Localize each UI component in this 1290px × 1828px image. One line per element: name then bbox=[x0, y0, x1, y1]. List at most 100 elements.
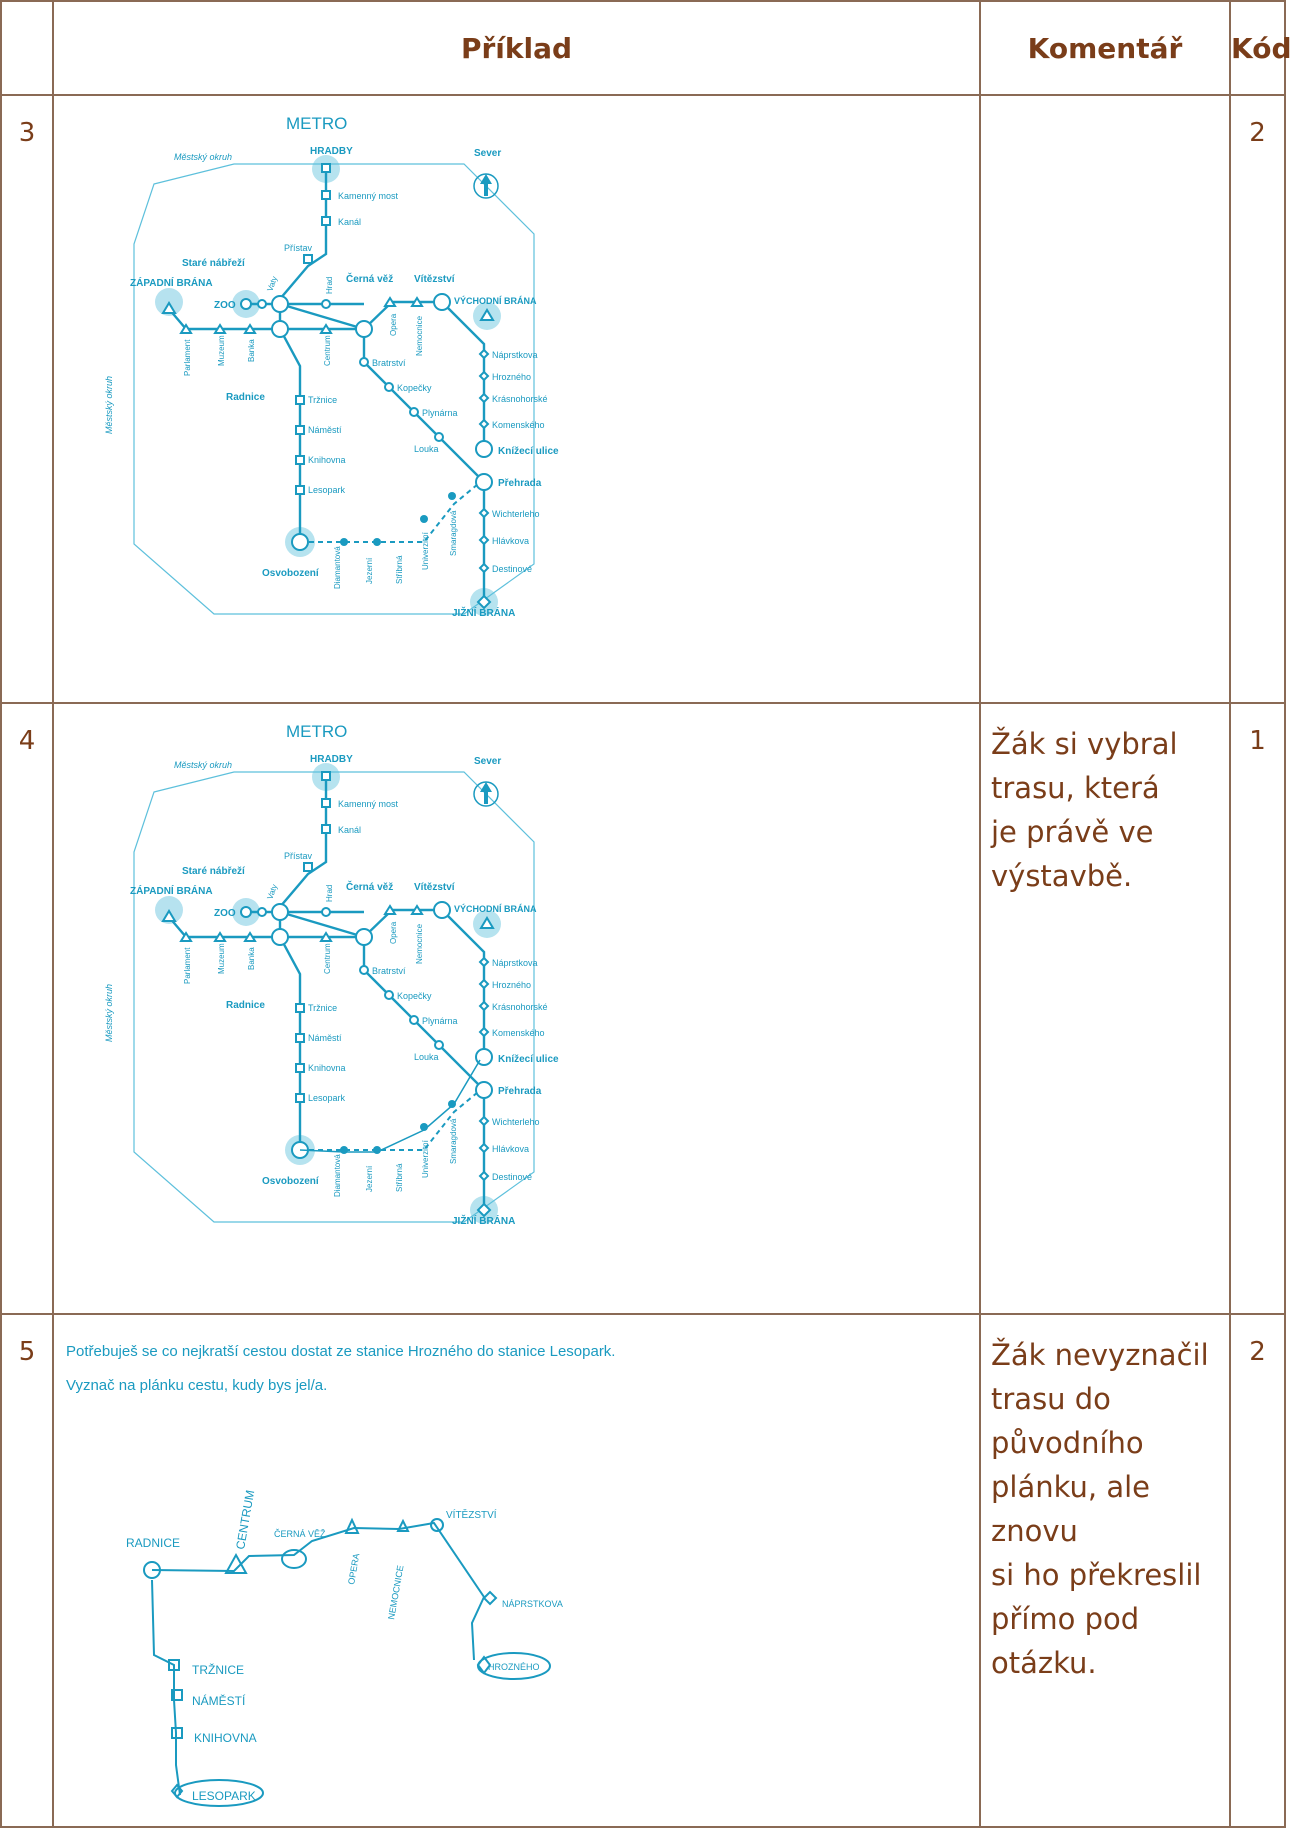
station bbox=[384, 990, 394, 1000]
station bbox=[359, 965, 369, 975]
question-line-2: Vyznač na plánku cestu, kudy bys jel/a. bbox=[66, 1377, 328, 1394]
station-label: Smaragdová bbox=[449, 510, 458, 556]
station bbox=[478, 1026, 490, 1038]
station-label: Destinové bbox=[492, 1172, 532, 1182]
line-east bbox=[363, 908, 486, 1057]
header-number bbox=[0, 0, 54, 96]
north-label: Sever bbox=[474, 148, 501, 159]
station-label: Vaty bbox=[265, 275, 279, 293]
station-label: Hlávkova bbox=[492, 536, 529, 546]
station-label: Wichterleho bbox=[492, 1117, 540, 1127]
station-label: ZÁPADNÍ BRÁNA bbox=[130, 276, 213, 289]
station-label: Plynárna bbox=[422, 1016, 458, 1026]
station bbox=[321, 299, 331, 309]
drawn-route bbox=[299, 1059, 481, 1153]
station bbox=[383, 296, 397, 307]
header-row: Příklad Komentář Kód bbox=[0, 0, 1290, 96]
row-number: 4 bbox=[0, 702, 54, 1315]
station-label: Banka bbox=[247, 947, 256, 970]
station-label: Radnice bbox=[226, 1000, 265, 1011]
sketch-station bbox=[477, 1652, 551, 1680]
station bbox=[410, 904, 424, 915]
station bbox=[478, 534, 490, 546]
station-label: Nemocnice bbox=[415, 923, 424, 964]
sketch-label: VÍTĚZSTVÍ bbox=[446, 1508, 497, 1521]
station bbox=[478, 1142, 490, 1154]
sketch-label: TRŽNICE bbox=[192, 1662, 244, 1677]
station-label: Diamantová bbox=[333, 1154, 342, 1197]
station-label: Wichterleho bbox=[492, 509, 540, 519]
north-arrow-icon bbox=[480, 782, 492, 804]
transfer-station bbox=[433, 901, 451, 919]
station bbox=[359, 357, 369, 367]
table-row: 5 Potřebuješ se co nejkratší cestou dost… bbox=[0, 1313, 1286, 1828]
sketch-label: ČERNÁ VĚŽ bbox=[274, 1529, 326, 1539]
construction-station bbox=[373, 538, 381, 546]
station-label: Náměstí bbox=[308, 1033, 342, 1043]
comment-line: přímo pod bbox=[991, 1602, 1140, 1636]
north-arrow-icon bbox=[480, 174, 492, 196]
station bbox=[434, 432, 444, 442]
station-label: Banka bbox=[247, 339, 256, 362]
ring-label: Městský okruh bbox=[174, 152, 232, 162]
station bbox=[478, 1115, 490, 1127]
station bbox=[319, 323, 333, 334]
station-label: Přístav bbox=[284, 243, 313, 253]
sketch-station bbox=[224, 1552, 248, 1574]
station-label: Knížecí ulice bbox=[498, 1054, 559, 1065]
sketch-route-path bbox=[151, 1521, 486, 1661]
station-label: Hrozného bbox=[492, 372, 531, 382]
station bbox=[478, 1170, 490, 1182]
station bbox=[161, 301, 177, 314]
construction-station bbox=[420, 515, 428, 523]
row-code: 2 bbox=[1229, 1313, 1286, 1828]
station-label: Muzeum bbox=[217, 943, 226, 974]
station-label: Bratrství bbox=[372, 358, 406, 368]
station-label: Vítězství bbox=[414, 882, 456, 893]
ring-label: Městský okruh bbox=[174, 760, 232, 770]
station-label: Jezerní bbox=[365, 557, 374, 584]
transfer-station bbox=[355, 928, 373, 946]
station bbox=[321, 771, 331, 781]
station-label: Hlávkova bbox=[492, 1144, 529, 1154]
comment-cell: Žák nevyznačil trasu do původního plánku… bbox=[979, 1313, 1231, 1828]
station bbox=[478, 418, 490, 430]
station bbox=[478, 956, 490, 968]
comment-line: původního bbox=[991, 1426, 1144, 1460]
station bbox=[478, 978, 490, 990]
station-label: Kamenný most bbox=[338, 191, 399, 201]
station-label: Komenského bbox=[492, 420, 545, 430]
station bbox=[383, 904, 397, 915]
station bbox=[243, 931, 257, 942]
transfer-station bbox=[271, 928, 289, 946]
station bbox=[321, 163, 331, 173]
sketch-label: OPERA bbox=[346, 1553, 361, 1586]
station-label: Parlament bbox=[183, 947, 192, 984]
station bbox=[303, 862, 313, 872]
station-label: Louka bbox=[414, 1052, 439, 1062]
station-label: Tržnice bbox=[308, 1003, 337, 1013]
transfer-station bbox=[271, 903, 289, 921]
station bbox=[410, 296, 424, 307]
station-label: Kanál bbox=[338, 217, 361, 227]
station-label: Univerzitní bbox=[421, 1139, 430, 1178]
student-route bbox=[299, 1059, 481, 1153]
station-label: Náměstí bbox=[308, 425, 342, 435]
station-label: Radnice bbox=[226, 392, 265, 403]
station bbox=[240, 906, 252, 918]
station bbox=[321, 190, 331, 200]
comment-line: výstavbě. bbox=[991, 859, 1133, 893]
station-label: Bratrství bbox=[372, 966, 406, 976]
metro-map-clean: METRO Městský okruh Městský okruh Sever … bbox=[54, 104, 979, 702]
construction-station bbox=[340, 1146, 348, 1154]
station-label: Knížecí ulice bbox=[498, 446, 559, 457]
transfer-station bbox=[271, 320, 289, 338]
station bbox=[257, 907, 267, 917]
station-label: Přehrada bbox=[498, 478, 542, 489]
comment-line: plánku, ale znovu bbox=[991, 1470, 1151, 1548]
station bbox=[179, 323, 193, 334]
sketch-station bbox=[430, 1518, 444, 1532]
station-label: Krásnohorské bbox=[492, 394, 548, 404]
sketch-label: LESOPARK bbox=[192, 1789, 256, 1803]
